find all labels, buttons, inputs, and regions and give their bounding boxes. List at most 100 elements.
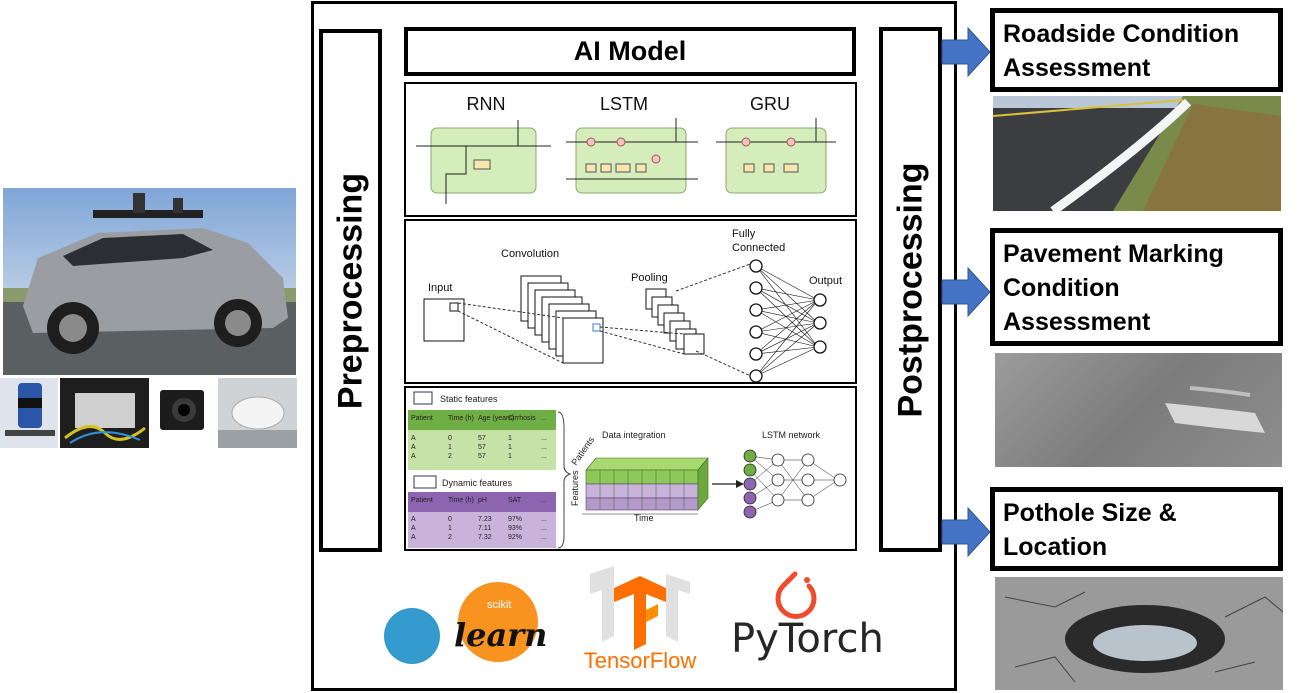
svg-text:Time (h): Time (h) — [448, 415, 474, 422]
static-features-title: Static features — [440, 394, 498, 404]
static-features-icon — [413, 391, 433, 405]
preprocessing-box: Preprocessing — [319, 29, 382, 552]
svg-text:...: ... — [541, 497, 547, 504]
postprocessing-box: Postprocessing — [879, 27, 942, 552]
svg-text:7.23: 7.23 — [478, 516, 492, 523]
svg-text:0: 0 — [448, 435, 452, 442]
svg-text:57: 57 — [478, 435, 486, 442]
svg-text:A: A — [411, 435, 416, 442]
svg-text:...: ... — [541, 444, 547, 451]
roadside-line-2: Assessment — [1003, 54, 1151, 82]
svg-text:A: A — [411, 516, 416, 523]
cnn-diagram: Input Convolution Pooling Fully Connecte… — [423, 228, 842, 383]
pytorch-logo: PyTorch — [725, 566, 895, 666]
ai-model-title: AI Model — [404, 27, 856, 76]
gru-cell — [716, 118, 836, 194]
cnn-panel: Input Convolution Pooling Fully Connecte… — [404, 219, 857, 384]
arrow-pothole — [941, 506, 991, 558]
dynamic-table-header: Patient Time (h) pH SAT ... — [411, 497, 547, 504]
pytorch-text: PyTorch — [731, 616, 884, 662]
rnn-cell — [416, 120, 551, 204]
cnn-input-label: Input — [428, 282, 452, 294]
svg-text:0: 0 — [448, 516, 452, 523]
pavement-marking-box: Pavement Marking Condition Assessment — [990, 228, 1283, 346]
svg-text:2: 2 — [448, 534, 452, 541]
svg-text:pH: pH — [478, 497, 487, 504]
lidar-icon — [5, 383, 55, 436]
svg-text:Age (years): Age (years) — [478, 415, 514, 422]
computer-unit-icon — [64, 393, 146, 444]
lstm-network-nodes — [743, 449, 847, 519]
postprocessing-label: Postprocessing — [891, 161, 929, 418]
preprocessing-label: Preprocessing — [331, 172, 369, 409]
cnn-pooling-maps — [645, 288, 705, 355]
svg-text:1: 1 — [508, 444, 512, 451]
svg-text:A: A — [411, 534, 416, 541]
tensorflow-mark: TensorFlow — [584, 566, 696, 673]
svg-text:1: 1 — [508, 435, 512, 442]
svg-text:92%: 92% — [508, 534, 522, 541]
svg-text:...: ... — [541, 516, 547, 523]
time-axis-label: Time — [634, 513, 654, 523]
gru-label: GRU — [750, 94, 790, 114]
tensorflow-logo: TensorFlow — [570, 566, 710, 674]
cnn-convolution-maps — [520, 275, 604, 364]
pavement-line-3: Assessment — [1003, 308, 1151, 336]
roadside-photo — [993, 96, 1281, 211]
svg-text:SAT: SAT — [508, 497, 522, 504]
vehicle-photo — [3, 188, 296, 375]
svg-text:1: 1 — [508, 453, 512, 460]
roadside-line-1: Roadside Condition — [1003, 20, 1240, 48]
rnn-panel: RNN LSTM GRU — [404, 82, 857, 217]
svg-text:Patient: Patient — [411, 415, 433, 422]
vehicle-illustration — [3, 193, 296, 375]
data-cube — [585, 457, 709, 511]
recurrent-cells-diagram: RNN LSTM GRU — [416, 94, 836, 204]
data-integration-label: Data integration — [602, 430, 666, 440]
svg-text:Time (h): Time (h) — [448, 497, 474, 504]
svg-text:7.11: 7.11 — [478, 525, 491, 532]
lstm-cell — [566, 118, 698, 194]
camera-photo — [152, 378, 216, 448]
svg-text:...: ... — [541, 534, 547, 541]
gps-antenna-icon — [218, 396, 297, 448]
svg-text:93%: 93% — [508, 525, 522, 532]
svg-text:...: ... — [541, 415, 547, 422]
scikit-small-text: scikit — [487, 599, 511, 611]
integration-panel: Static features Patient Time (h) Age (ye… — [404, 386, 857, 551]
dynamic-features-icon — [413, 475, 437, 489]
scikit-learn-logo: scikit learn — [380, 572, 560, 672]
road-shoulder-illustration — [993, 96, 1281, 211]
pothole-photo — [995, 577, 1283, 690]
dynamic-features-title: Dynamic features — [442, 478, 513, 488]
pothole-line-1: Pothole Size & — [1003, 499, 1177, 527]
svg-text:7.32: 7.32 — [478, 534, 492, 541]
pavement-marking-photo — [995, 353, 1282, 467]
roadside-condition-box: Roadside Condition Assessment — [990, 8, 1283, 92]
pavement-line-1: Pavement Marking — [1003, 240, 1224, 268]
cnn-dense-edges — [755, 265, 819, 377]
cnn-connection-lines — [457, 262, 754, 378]
svg-text:...: ... — [541, 453, 547, 460]
gps-antenna-photo — [218, 378, 297, 448]
worn-marking-illustration — [1165, 386, 1265, 433]
static-table-header: Patient Time (h) Age (years) Cirrhosis .… — [411, 415, 547, 422]
svg-text:A: A — [411, 444, 416, 451]
svg-text:1: 1 — [448, 444, 452, 451]
pothole-size-box: Pothole Size & Location — [990, 487, 1283, 571]
output-arrows — [941, 26, 991, 558]
lstm-network-label: LSTM network — [762, 430, 821, 440]
integration-diagram: Static features Patient Time (h) Age (ye… — [408, 391, 847, 549]
arrow-pavement — [941, 266, 991, 318]
computer-unit-photo — [60, 378, 149, 448]
pytorch-mark: PyTorch — [731, 571, 884, 662]
scikit-learn-mark: scikit learn — [384, 582, 547, 664]
svg-text:A: A — [411, 525, 416, 532]
scikit-learn-text: learn — [454, 616, 547, 654]
svg-text:97%: 97% — [508, 516, 522, 523]
pothole-illustration — [1004, 591, 1283, 683]
cnn-fully-label: Fully — [732, 228, 756, 240]
svg-text:Cirrhosis: Cirrhosis — [508, 415, 536, 422]
